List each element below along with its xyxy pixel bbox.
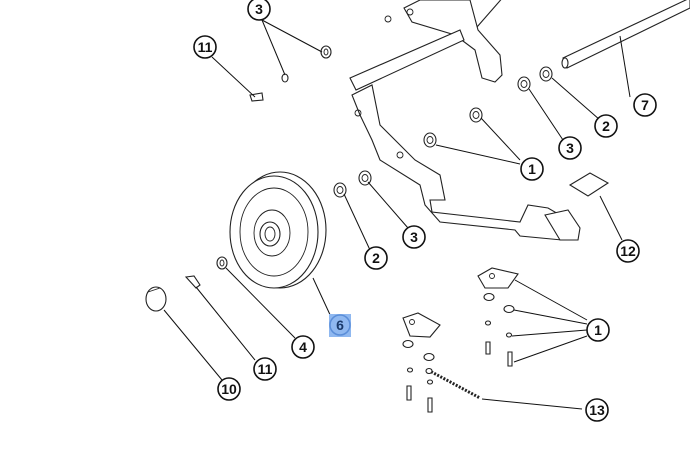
wheel-part-6 — [229, 171, 327, 289]
rod-part-7 — [561, 0, 690, 69]
highlight-box — [329, 314, 351, 337]
callout-11-low: 11 — [253, 357, 277, 381]
pad-part-12 — [568, 172, 610, 197]
callout-6-highlighted[interactable]: 6 — [329, 314, 351, 337]
callout-3-top: 3 — [247, 0, 271, 21]
lower-bracket-right — [477, 267, 519, 367]
svg-text:11: 11 — [198, 39, 213, 55]
svg-text:2: 2 — [372, 250, 380, 266]
highlight-circle — [329, 314, 351, 336]
svg-text:11: 11 — [258, 361, 273, 377]
highlight-label: 6 — [336, 317, 344, 333]
svg-text:13: 13 — [589, 402, 605, 418]
svg-text:4: 4 — [299, 339, 307, 355]
washers — [216, 45, 553, 270]
svg-text:3: 3 — [566, 140, 574, 156]
svg-text:10: 10 — [221, 381, 237, 397]
callout-12: 12 — [616, 239, 640, 263]
callout-10: 10 — [217, 377, 241, 401]
callout-3-mid: 3 — [402, 225, 426, 249]
svg-text:12: 12 — [620, 243, 636, 259]
cap-part-10 — [145, 286, 167, 312]
svg-text:3: 3 — [410, 229, 418, 245]
svg-text:1: 1 — [528, 161, 536, 177]
svg-text:3: 3 — [255, 1, 263, 17]
lower-bracket-left — [402, 312, 441, 413]
leader-lines — [163, 19, 631, 410]
callout-4: 4 — [291, 335, 315, 359]
callout-3-right: 3 — [558, 136, 582, 160]
callout-1-low: 1 — [586, 318, 610, 342]
frame-assembly — [349, 0, 581, 241]
svg-text:2: 2 — [602, 118, 610, 134]
callout-2-mid: 2 — [364, 246, 388, 270]
callout-7: 7 — [633, 93, 657, 117]
cable-part-13 — [425, 367, 481, 400]
svg-text:1: 1 — [594, 322, 602, 338]
callout-1-mid: 1 — [520, 157, 544, 181]
svg-text:7: 7 — [641, 97, 649, 113]
callout-2-right: 2 — [594, 114, 618, 138]
callout-11-top: 11 — [193, 35, 217, 59]
callout-13: 13 — [585, 398, 609, 422]
